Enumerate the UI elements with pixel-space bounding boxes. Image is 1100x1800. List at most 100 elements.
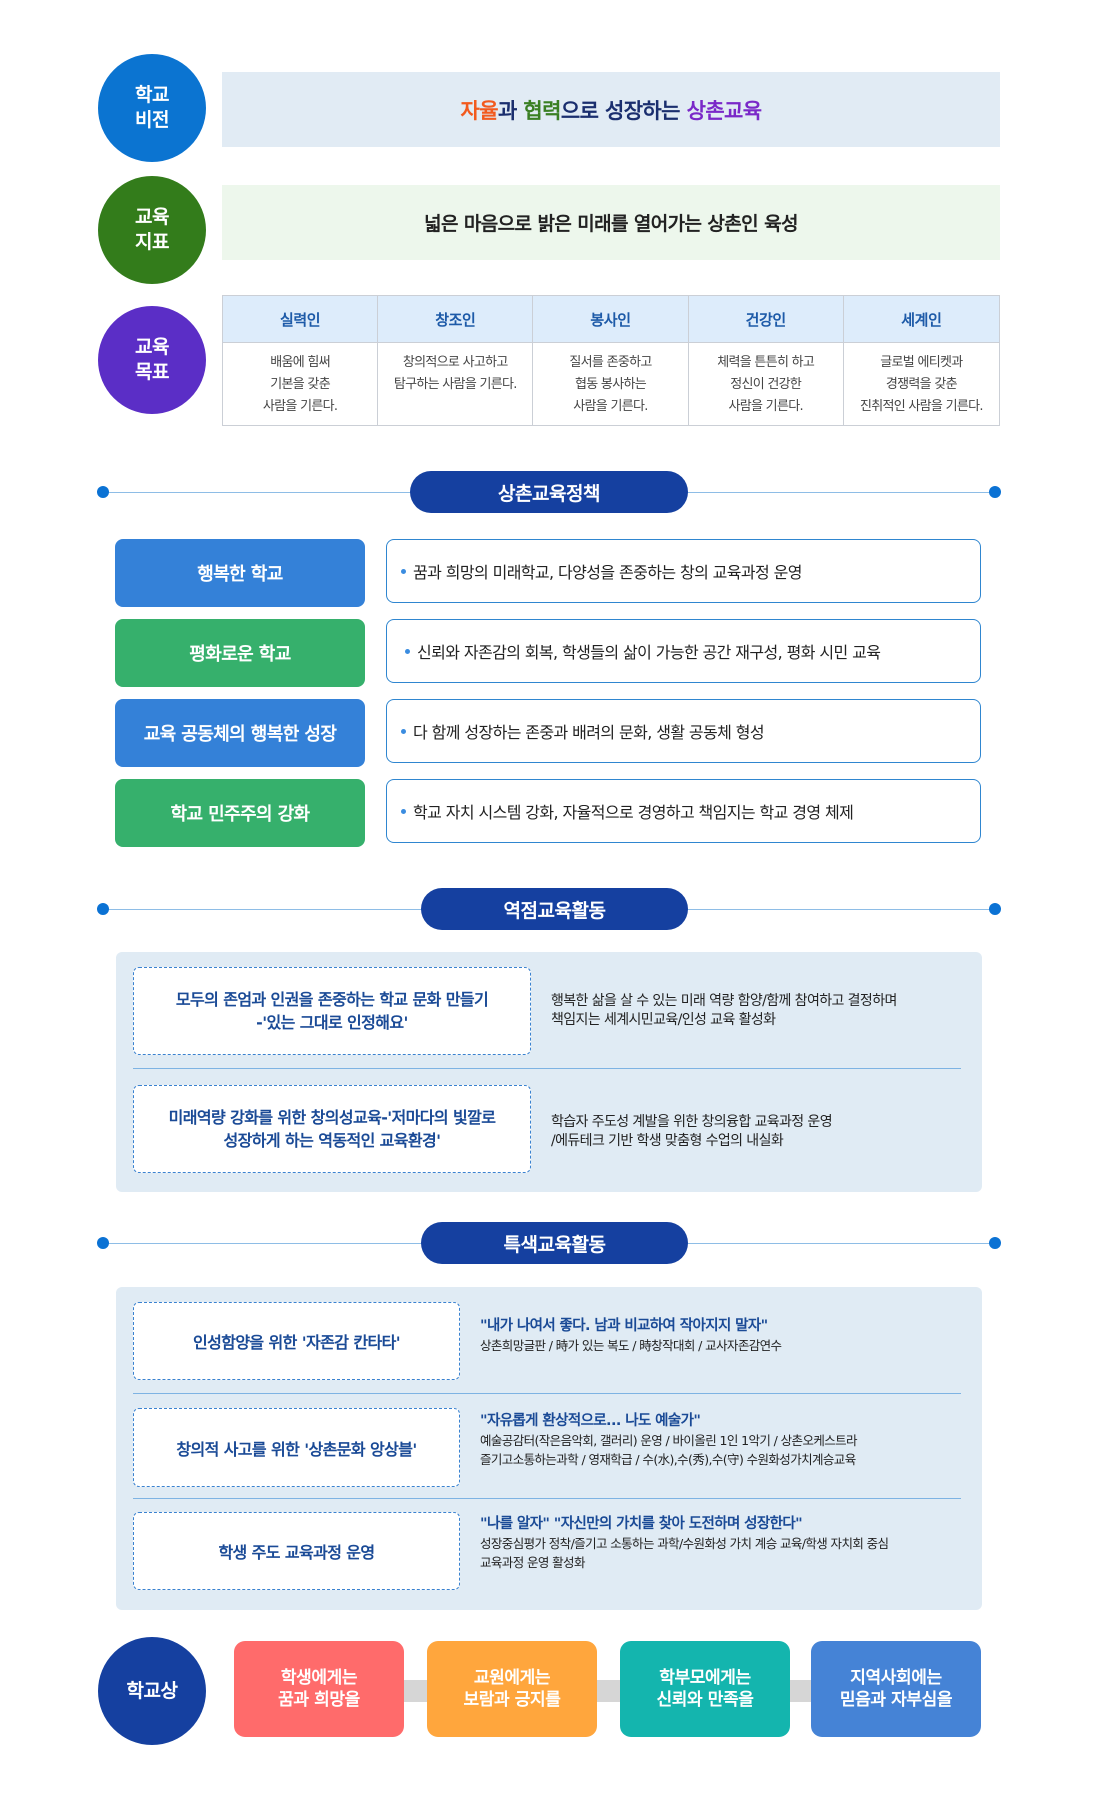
- edu-goal-text: 넓은 마음으로 밝은 미래를 열어가는 상촌인 육성: [424, 213, 798, 235]
- focus-title-line: 모두의 존엄과 인권을 존중하는 학교 문화 만들기: [175, 990, 489, 1009]
- focus-desc-line: 행복한 삶을 살 수 있는 미래 역량 함양/함께 참여하고 결정하며: [551, 993, 897, 1009]
- focus-desc-line: /에듀테크 기반 학생 맞춤형 수업의 내실화: [551, 1133, 784, 1149]
- section-dot-left: [97, 486, 109, 498]
- target-line: 경쟁력을 갖춘: [885, 377, 958, 392]
- vision-label-2: 비전: [135, 109, 169, 131]
- bullet-icon: [401, 728, 406, 734]
- policy-name: 행복한 학교: [115, 539, 365, 607]
- vision-label-1: 학교: [135, 84, 169, 106]
- policy-section-title: 상촌교육정책: [410, 471, 688, 513]
- target-cell: 체력을 튼튼히 하고 정신이 건강한 사람을 기른다.: [688, 343, 844, 425]
- policy-name: 교육 공동체의 행복한 성장: [115, 699, 365, 767]
- school-image-circle: 학교상: [98, 1637, 206, 1745]
- divider: [133, 1393, 961, 1394]
- target-line: 창의적으로 사고하고: [402, 355, 508, 370]
- target-header: 창조인: [378, 296, 534, 343]
- ideal-line: 신뢰와 만족을: [656, 1690, 754, 1710]
- focus-section-title: 역점교육활동: [421, 888, 688, 930]
- target-cell: 창의적으로 사고하고 탐구하는 사람을 기른다.: [378, 343, 534, 425]
- policy-desc-box: 신뢰와 자존감의 회복, 학생들의 삶이 가능한 공간 재구성, 평화 시민 교…: [386, 619, 981, 683]
- edu-targets-table: 실력인 창조인 봉사인 건강인 세계인 배움에 힘써 기본을 갖춘 사람을 기른…: [222, 295, 1000, 426]
- policy-desc-box: 학교 자치 시스템 강화, 자율적으로 경영하고 책임지는 학교 경영 체제: [386, 779, 981, 843]
- school-image-label: 학교상: [126, 1679, 178, 1702]
- policy-name: 평화로운 학교: [115, 619, 365, 687]
- section-dot-right: [989, 903, 1001, 915]
- special-item-title: 창의적 사고를 위한 '상촌문화 앙상블': [133, 1408, 460, 1487]
- policy-desc-box: 다 함께 성장하는 존중과 배려의 문화, 생활 공동체 형성: [386, 699, 981, 763]
- special-detail-line: 즐기고소통하는과학 / 영재학급 / 수(水),수(秀),수(守) 수원화성가치…: [480, 1452, 856, 1467]
- special-item-title: 학생 주도 교육과정 운영: [133, 1512, 460, 1590]
- target-line: 체력을 튼튼히 하고: [717, 355, 815, 370]
- target-header: 봉사인: [533, 296, 689, 343]
- section-dot-right: [989, 1237, 1001, 1249]
- target-line: 기본을 갖춘: [270, 377, 330, 392]
- special-detail-line: 예술공감터(작은음악회, 갤러리) 운영 / 바이올린 1인 1악기 / 상촌오…: [480, 1433, 858, 1448]
- focus-desc-line: 책임지는 세계시민교육/인성 교육 활성화: [551, 1012, 776, 1028]
- target-line: 글로벌 에티켓과: [880, 355, 963, 370]
- special-detail-line: 상촌희망글판 / 時가 있는 복도 / 時창작대회 / 교사자존감연수: [480, 1338, 782, 1353]
- target-line: 사람을 기른다.: [728, 399, 803, 414]
- focus-item-title: 미래역량 강화를 위한 창의성교육-'저마다의 빛깔로 성장하게 하는 역동적인…: [133, 1085, 531, 1173]
- ideal-line: 믿음과 자부심을: [839, 1690, 953, 1710]
- vision-part-growth: 으로 성장하는: [560, 98, 687, 123]
- special-quote: "나를 알자" "자신만의 가치를 찾아 도전하며 성장한다": [480, 1516, 803, 1532]
- target-line: 정신이 건강한: [730, 377, 802, 392]
- special-panel: 인성함양을 위한 '자존감 칸타타' "내가 나여서 좋다. 남과 비교하여 작…: [116, 1287, 982, 1610]
- edu-goal-label-2: 지표: [135, 231, 169, 253]
- divider: [133, 1068, 961, 1069]
- policy-desc: 학교 자치 시스템 강화, 자율적으로 경영하고 책임지는 학교 경영 체제: [413, 803, 854, 822]
- target-cell: 글로벌 에티켓과 경쟁력을 갖춘 진취적인 사람을 기른다.: [843, 343, 999, 425]
- edu-targets-label-1: 교육: [135, 336, 169, 358]
- focus-item-title: 모두의 존엄과 인권을 존중하는 학교 문화 만들기 -'있는 그대로 인정해요…: [133, 967, 531, 1055]
- target-line: 질서를 존중하고: [569, 355, 652, 370]
- section-dot-right: [989, 486, 1001, 498]
- ideal-line: 지역사회에는: [850, 1668, 942, 1688]
- policy-desc: 신뢰와 자존감의 회복, 학생들의 삶이 가능한 공간 재구성, 평화 시민 교…: [417, 643, 881, 662]
- ideal-line: 꿈과 희망을: [278, 1690, 360, 1710]
- special-quote: "내가 나여서 좋다. 남과 비교하여 작아지지 말자": [480, 1318, 768, 1334]
- special-item-desc: "나를 알자" "자신만의 가치를 찾아 도전하며 성장한다" 성장중심평가 정…: [480, 1515, 889, 1572]
- bullet-icon: [401, 808, 406, 814]
- vision-part-school: 상촌교육: [686, 98, 762, 123]
- edu-goal-banner: 넓은 마음으로 밝은 미래를 열어가는 상촌인 육성: [222, 185, 1000, 260]
- special-detail-line: 교육과정 운영 활성화: [480, 1555, 585, 1570]
- target-line: 탐구하는 사람을 기른다.: [393, 377, 518, 392]
- special-item-title: 인성함양을 위한 '자존감 칸타타': [133, 1302, 460, 1380]
- policy-desc: 꿈과 희망의 미래학교, 다양성을 존중하는 창의 교육과정 운영: [413, 563, 802, 582]
- vision-part-autonomy: 자율: [460, 98, 499, 123]
- target-line: 협동 봉사하는: [574, 377, 647, 392]
- special-detail-line: 성장중심평가 정착/즐기고 소통하는 과학/수원화성 가치 계승 교육/학생 자…: [480, 1536, 889, 1551]
- target-line: 사람을 기른다.: [573, 399, 648, 414]
- edu-goal-label-1: 교육: [135, 206, 169, 228]
- target-header: 세계인: [843, 296, 999, 343]
- focus-item-desc: 학습자 주도성 계발을 위한 창의융합 교육과정 운영 /에듀테크 기반 학생 …: [551, 1113, 833, 1151]
- focus-desc-line: 학습자 주도성 계발을 위한 창의융합 교육과정 운영: [551, 1114, 833, 1130]
- focus-item-desc: 행복한 삶을 살 수 있는 미래 역량 함양/함께 참여하고 결정하며 책임지는…: [551, 992, 897, 1030]
- target-cell: 질서를 존중하고 협동 봉사하는 사람을 기른다.: [533, 343, 689, 425]
- policy-desc: 다 함께 성장하는 존중과 배려의 문화, 생활 공동체 형성: [413, 723, 765, 742]
- ideal-line: 학부모에게는: [659, 1668, 751, 1688]
- target-line: 진취적인 사람을 기른다.: [859, 399, 984, 414]
- target-header: 실력인: [223, 296, 379, 343]
- special-item-desc: "내가 나여서 좋다. 남과 비교하여 작아지지 말자" 상촌희망글판 / 時가…: [480, 1317, 782, 1355]
- edu-goal-circle: 교육 지표: [98, 176, 206, 284]
- vision-part-and: 과: [497, 98, 524, 123]
- target-line: 사람을 기른다.: [262, 399, 338, 414]
- bullet-icon: [401, 568, 406, 574]
- bullet-icon: [405, 648, 410, 654]
- policy-name: 학교 민주주의 강화: [115, 779, 365, 847]
- target-header: 건강인: [688, 296, 844, 343]
- vision-part-cooperation: 협력: [523, 98, 561, 123]
- target-cell: 배움에 힘써 기본을 갖춘 사람을 기른다.: [223, 343, 379, 425]
- section-dot-left: [97, 903, 109, 915]
- ideal-line: 보람과 긍지를: [463, 1690, 561, 1710]
- ideal-line: 학생에게는: [280, 1668, 358, 1688]
- ideal-line: 교원에게는: [473, 1668, 551, 1688]
- edu-targets-label-2: 목표: [135, 361, 169, 383]
- focus-title-line: 미래역량 강화를 위한 창의성교육-'저마다의 빛깔로: [168, 1108, 496, 1127]
- focus-panel: 모두의 존엄과 인권을 존중하는 학교 문화 만들기 -'있는 그대로 인정해요…: [116, 952, 982, 1192]
